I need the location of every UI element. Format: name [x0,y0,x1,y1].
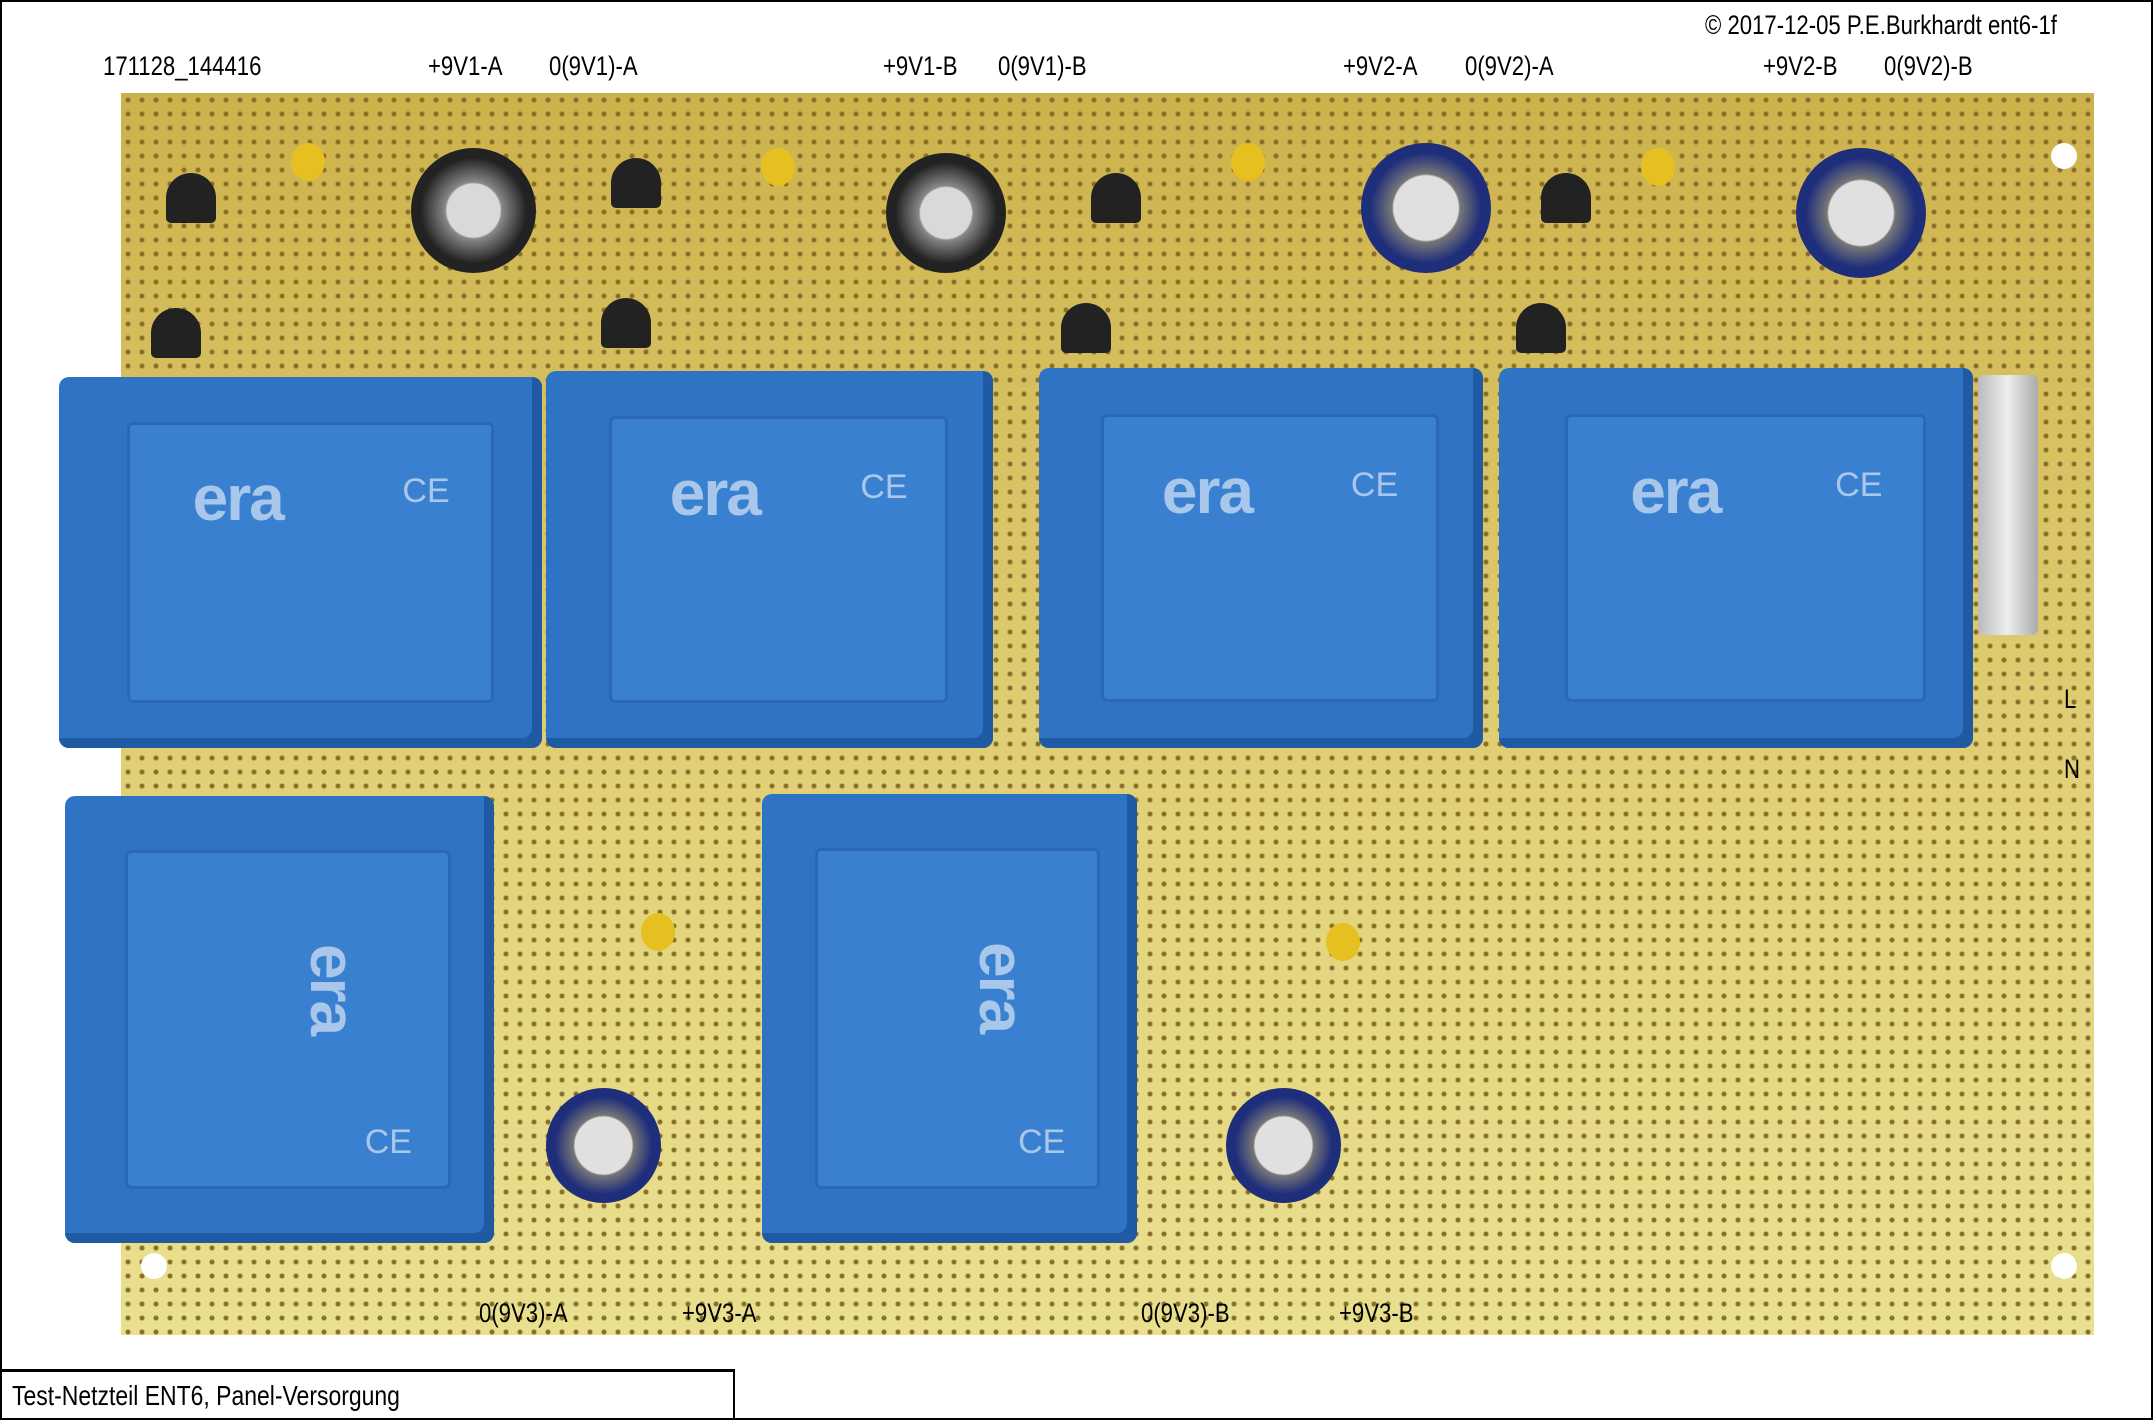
label-plus-9v2-b: +9V2-B [1763,51,1838,81]
ce-mark: CE [364,1123,412,1162]
transistor [1061,303,1111,353]
ce-mark: CE [402,472,450,511]
label-mains-l: L [2064,684,2077,714]
tantalum-capacitor [761,148,795,186]
photo-id-label: 171128_144416 [103,51,262,81]
transistor [151,308,201,358]
tantalum-capacitor [1231,143,1265,181]
transformer-logo: era [297,943,370,1034]
caption-text: Test-Netzteil ENT6, Panel-Versorgung [12,1380,400,1411]
transistor [611,158,661,208]
transformer: era CE [1039,368,1483,748]
label-plus-9v2-a: +9V2-A [1343,51,1418,81]
transistor [166,173,216,223]
label-plus-9v1-b: +9V1-B [883,51,958,81]
label-plus-9v3-a: +9V3-A [682,1298,757,1328]
tantalum-capacitor [641,913,675,951]
transistor [1541,173,1591,223]
transistor [601,298,651,348]
ce-mark: CE [1018,1122,1066,1161]
transformer-logo: era [966,942,1039,1033]
transformer-logo: era [669,457,762,530]
mount-hole [141,1253,167,1279]
capacitor [546,1088,661,1203]
tantalum-capacitor [291,143,325,181]
label-0-9v1-a: 0(9V1)-A [549,51,638,81]
transformer: era CE [1499,368,1973,748]
mount-hole [2051,143,2077,169]
mount-hole [2051,1253,2077,1279]
label-0-9v1-b: 0(9V1)-B [998,51,1087,81]
transformer-logo: era [1161,455,1254,528]
label-0-9v3-a: 0(9V3)-A [479,1298,568,1328]
label-mains-n: N [2064,754,2080,784]
transistor [1516,303,1566,353]
capacitor [1226,1088,1341,1203]
ce-mark: CE [1350,465,1399,504]
fuse [1978,375,2038,635]
label-0-9v2-a: 0(9V2)-A [1465,51,1554,81]
capacitor [886,153,1006,273]
capacitor [411,148,536,273]
transformer: era CE [546,371,993,748]
label-0-9v3-b: 0(9V3)-B [1141,1298,1230,1328]
tantalum-capacitor [1641,148,1675,186]
transformer-logo: era [192,461,285,534]
ce-mark: CE [1835,465,1883,504]
label-plus-9v1-a: +9V1-A [428,51,503,81]
copyright-text: © 2017-12-05 P.E.Burkhardt ent6-1f [1705,10,2057,40]
capacitor [1796,148,1926,278]
capacitor [1361,143,1491,273]
transistor [1091,173,1141,223]
ce-mark: CE [860,467,908,506]
label-0-9v2-b: 0(9V2)-B [1884,51,1973,81]
caption-box: Test-Netzteil ENT6, Panel-Versorgung [0,1369,735,1418]
transformer-logo: era [1630,455,1722,528]
label-plus-9v3-b: +9V3-B [1339,1298,1414,1328]
tantalum-capacitor [1326,923,1360,961]
transformer: era CE [59,377,542,748]
